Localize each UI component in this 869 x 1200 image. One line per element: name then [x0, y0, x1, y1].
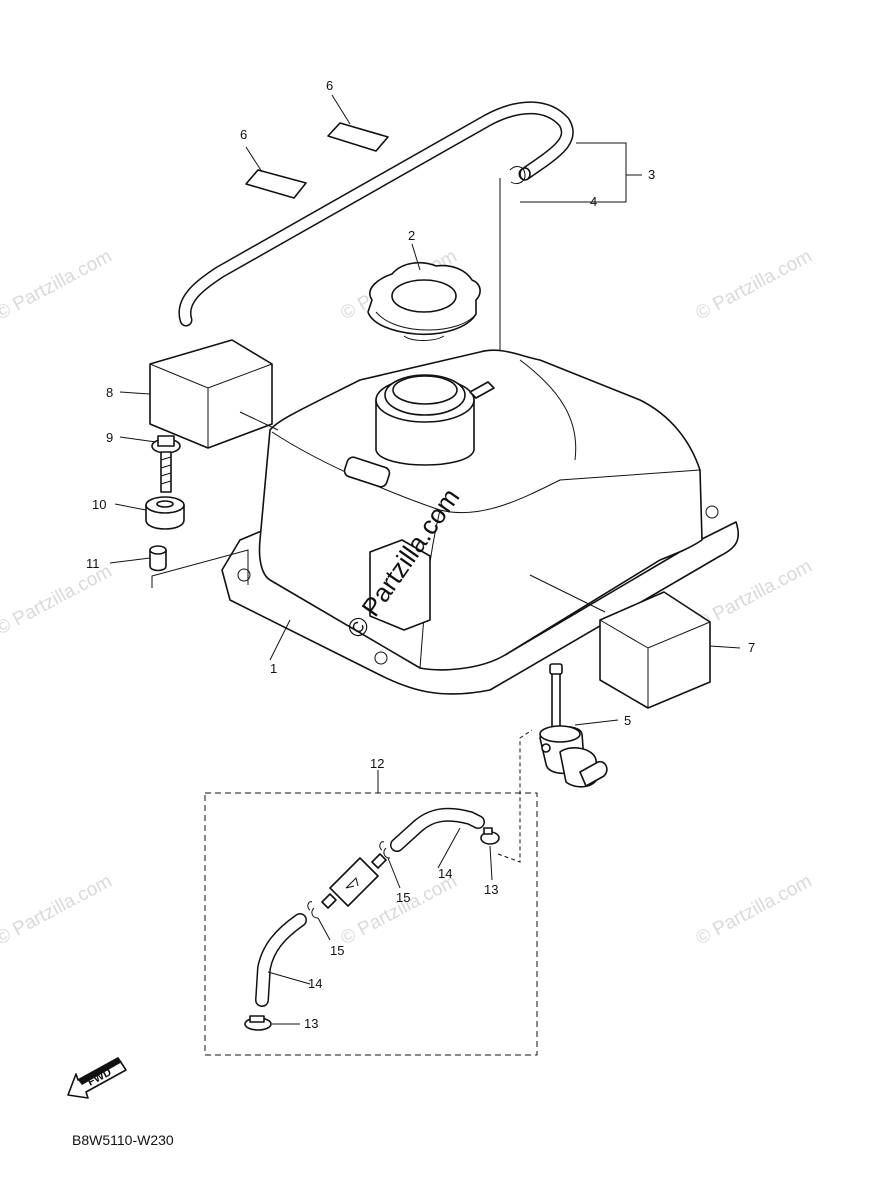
clip-part-15-lower [307, 901, 319, 919]
callout-2: 2 [408, 228, 415, 243]
fuel-filter [321, 853, 387, 909]
box-part-7 [529, 574, 711, 709]
callout-4: 4 [590, 194, 597, 209]
callout-8: 8 [106, 385, 113, 400]
bolt-part-9 [151, 435, 181, 493]
clip-part-4 [509, 166, 526, 185]
callout-labels: 1 2 3 4 5 6 6 7 8 9 10 11 12 13 13 14 14… [86, 78, 755, 1031]
callout-13-upper: 13 [484, 882, 498, 897]
watermark: © Partzilla.com [692, 871, 815, 950]
leader-line [239, 411, 279, 431]
fuel-tank-part-1 [221, 349, 740, 695]
callout-3: 3 [648, 167, 655, 182]
grommet-part-10 [145, 496, 185, 530]
callout-11: 11 [86, 556, 100, 571]
pad-part-6-right [327, 122, 389, 152]
callout-1: 1 [270, 661, 277, 676]
fuel-cap-part-2 [367, 261, 481, 341]
leader-line [497, 729, 533, 863]
hose-inner [256, 914, 306, 1006]
box-part-8 [149, 339, 279, 449]
callout-9: 9 [106, 430, 113, 445]
fuel-cock-part-5 [539, 663, 608, 788]
fwd-arrow-icon: FWD [67, 1057, 127, 1099]
callout-leaders [109, 94, 741, 1025]
clamp-part-13-lower [244, 1015, 272, 1031]
pad-part-6-left [245, 169, 307, 199]
callout-6-right: 6 [326, 78, 333, 93]
leader-line [529, 574, 606, 613]
callout-14-lower: 14 [308, 976, 322, 991]
callout-5: 5 [624, 713, 631, 728]
kit-outline-part-12 [204, 792, 538, 1056]
leader-line [151, 549, 249, 588]
watermark: © Partzilla.com [692, 246, 815, 325]
collar-part-11 [149, 545, 249, 588]
callout-14-upper: 14 [438, 866, 452, 881]
callout-10: 10 [92, 497, 106, 512]
clamp-part-13-upper [480, 827, 500, 845]
callout-12: 12 [370, 756, 384, 771]
callout-6-left: 6 [240, 127, 247, 142]
clip-part-15-upper [379, 841, 391, 859]
callout-15-lower: 15 [330, 943, 344, 958]
watermark: © Partzilla.com [692, 556, 815, 635]
callout-13-lower: 13 [304, 1016, 318, 1031]
watermark: © Partzilla.com [0, 561, 115, 640]
watermark: © Partzilla.com [0, 871, 115, 950]
callout-15-upper: 15 [396, 890, 410, 905]
hose-inner [391, 809, 484, 851]
watermark: © Partzilla.com [0, 246, 115, 325]
diagram-code: B8W5110-W230 [72, 1132, 174, 1148]
breather-hose-inner [179, 102, 573, 325]
callout-7: 7 [748, 640, 755, 655]
